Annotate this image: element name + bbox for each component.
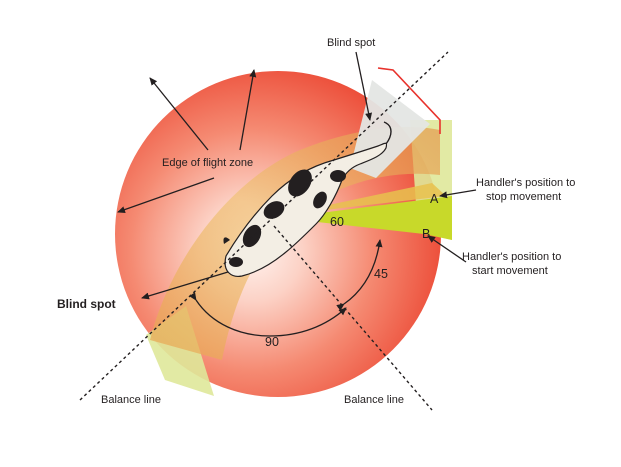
- balance-line-a: [79, 51, 449, 401]
- angle-arc-45: [336, 239, 383, 311]
- angle-60-label: 60: [330, 215, 344, 229]
- blind-spot-left-label: Blind spot: [57, 297, 116, 311]
- handler-stop-label-line1: Handler's position to: [476, 177, 575, 189]
- blind-spot-arrow-top: [355, 51, 373, 121]
- handler-start-arrow: [427, 235, 467, 263]
- edge-of-flight-zone-label: Edge of flight zone: [162, 157, 253, 169]
- handler-stop-label-line2: stop movement: [486, 191, 561, 203]
- balance-line-left-label: Balance line: [101, 394, 161, 406]
- point-a-label: A: [430, 192, 439, 206]
- handler-start-label-line2: start movement: [472, 265, 548, 277]
- angle-arc-90: [189, 292, 347, 337]
- edge-arrow-up: [239, 69, 257, 151]
- handler-zone: [282, 196, 452, 240]
- angle-45-label: 45: [374, 267, 388, 281]
- point-b-label: B: [422, 227, 430, 241]
- handler-stop-arrow: [439, 189, 477, 199]
- balance-line-right-label: Balance line: [344, 394, 404, 406]
- handler-start-label-line1: Handler's position to: [462, 251, 561, 263]
- edge-arrow-upleft: [149, 77, 209, 151]
- blind-spot-arrow-left: [141, 271, 229, 300]
- edge-arrow-left: [117, 177, 215, 213]
- angle-90-label: 90: [265, 335, 279, 349]
- cow-icon: [223, 121, 392, 277]
- blind-spot-marker: [377, 67, 441, 134]
- balance-line-b: [273, 225, 433, 411]
- blind-spot-top-label: Blind spot: [327, 37, 375, 49]
